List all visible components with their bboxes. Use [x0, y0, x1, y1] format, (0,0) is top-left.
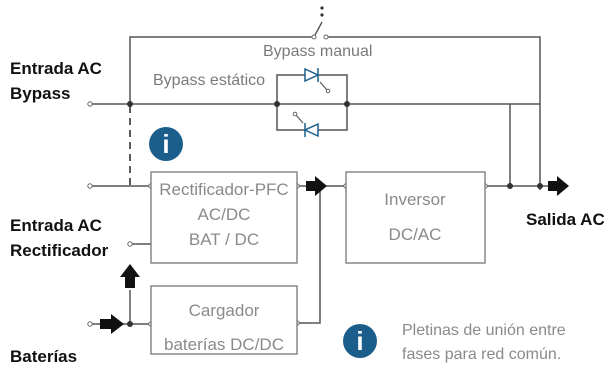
wires	[90, 36, 560, 325]
thyristor-bottom-icon	[292, 111, 319, 138]
thyristor-top-icon	[304, 67, 331, 94]
inversor-dcac: DC/AC	[389, 225, 442, 244]
entrada-ac-bypass-label-1: Entrada AC	[10, 59, 102, 78]
info-note-icon-glyph: i	[356, 326, 363, 356]
charger-output-line	[297, 186, 321, 324]
bypass-estatico-label: Bypass estático	[153, 72, 265, 89]
inversor-title: Inversor	[384, 190, 446, 209]
entrada-ac-rectificador-label-1: Entrada AC	[10, 216, 102, 235]
entrada-ac-rectificador-label-2: Rectificador	[10, 241, 109, 260]
cargador-title: Cargador	[189, 301, 260, 320]
salida-ac-label: Salida AC	[526, 210, 605, 229]
arrow-right-battery-icon	[100, 314, 124, 334]
note-line-2: fases para red común.	[402, 346, 561, 363]
rectificador-acdc: AC/DC	[198, 205, 251, 224]
entrada-ac-bypass-label-2: Bypass	[10, 84, 70, 103]
cargador-subtitle: baterías DC/DC	[164, 335, 284, 354]
arrow-right-dcbus-icon	[306, 176, 327, 196]
inversor-block	[345, 171, 486, 264]
rectificador-title: Rectificador-PFC	[159, 180, 288, 199]
bypass-manual-label: Bypass manual	[263, 43, 372, 60]
arrow-up-rectifier-icon	[120, 264, 140, 288]
arrow-right-output-icon	[548, 176, 569, 196]
cargador-block	[150, 285, 298, 355]
manual-bypass-switch	[311, 6, 329, 40]
info-icon[interactable]: i	[149, 127, 183, 161]
info-note-icon[interactable]: i	[343, 324, 377, 358]
static-bypass-loop	[276, 74, 348, 131]
info-icon-glyph: i	[162, 129, 169, 159]
baterias-label: Baterías	[10, 347, 77, 366]
rectificador-block	[150, 171, 298, 264]
rectificador-batdc: BAT / DC	[189, 230, 259, 249]
manual-bypass-line	[129, 36, 541, 190]
note-line-1: Pletinas de unión entre	[402, 322, 566, 339]
